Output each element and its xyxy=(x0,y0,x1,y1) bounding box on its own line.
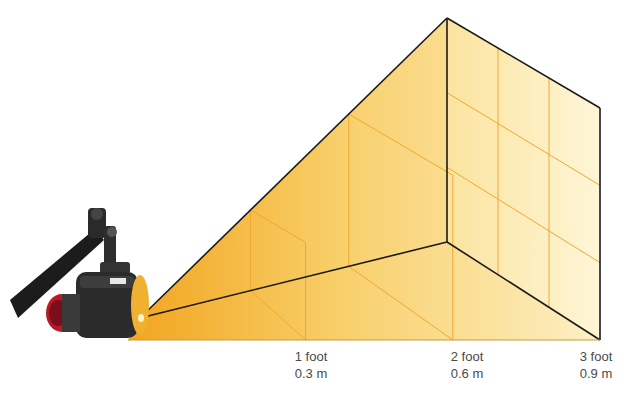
far-face xyxy=(447,18,600,340)
distance-label: 1 foot xyxy=(295,349,328,364)
volume-edges xyxy=(140,18,600,340)
floor-edge xyxy=(128,340,600,341)
grid-lines xyxy=(251,48,600,340)
scanner-head xyxy=(46,272,149,338)
distance-label: 0.6 m xyxy=(451,366,484,381)
distance-label: 0.9 m xyxy=(580,366,613,381)
scan-volume xyxy=(128,18,600,340)
distance-label: 0.3 m xyxy=(295,366,328,381)
distance-label: 2 foot xyxy=(451,349,484,364)
distance-label: 3 foot xyxy=(580,349,613,364)
